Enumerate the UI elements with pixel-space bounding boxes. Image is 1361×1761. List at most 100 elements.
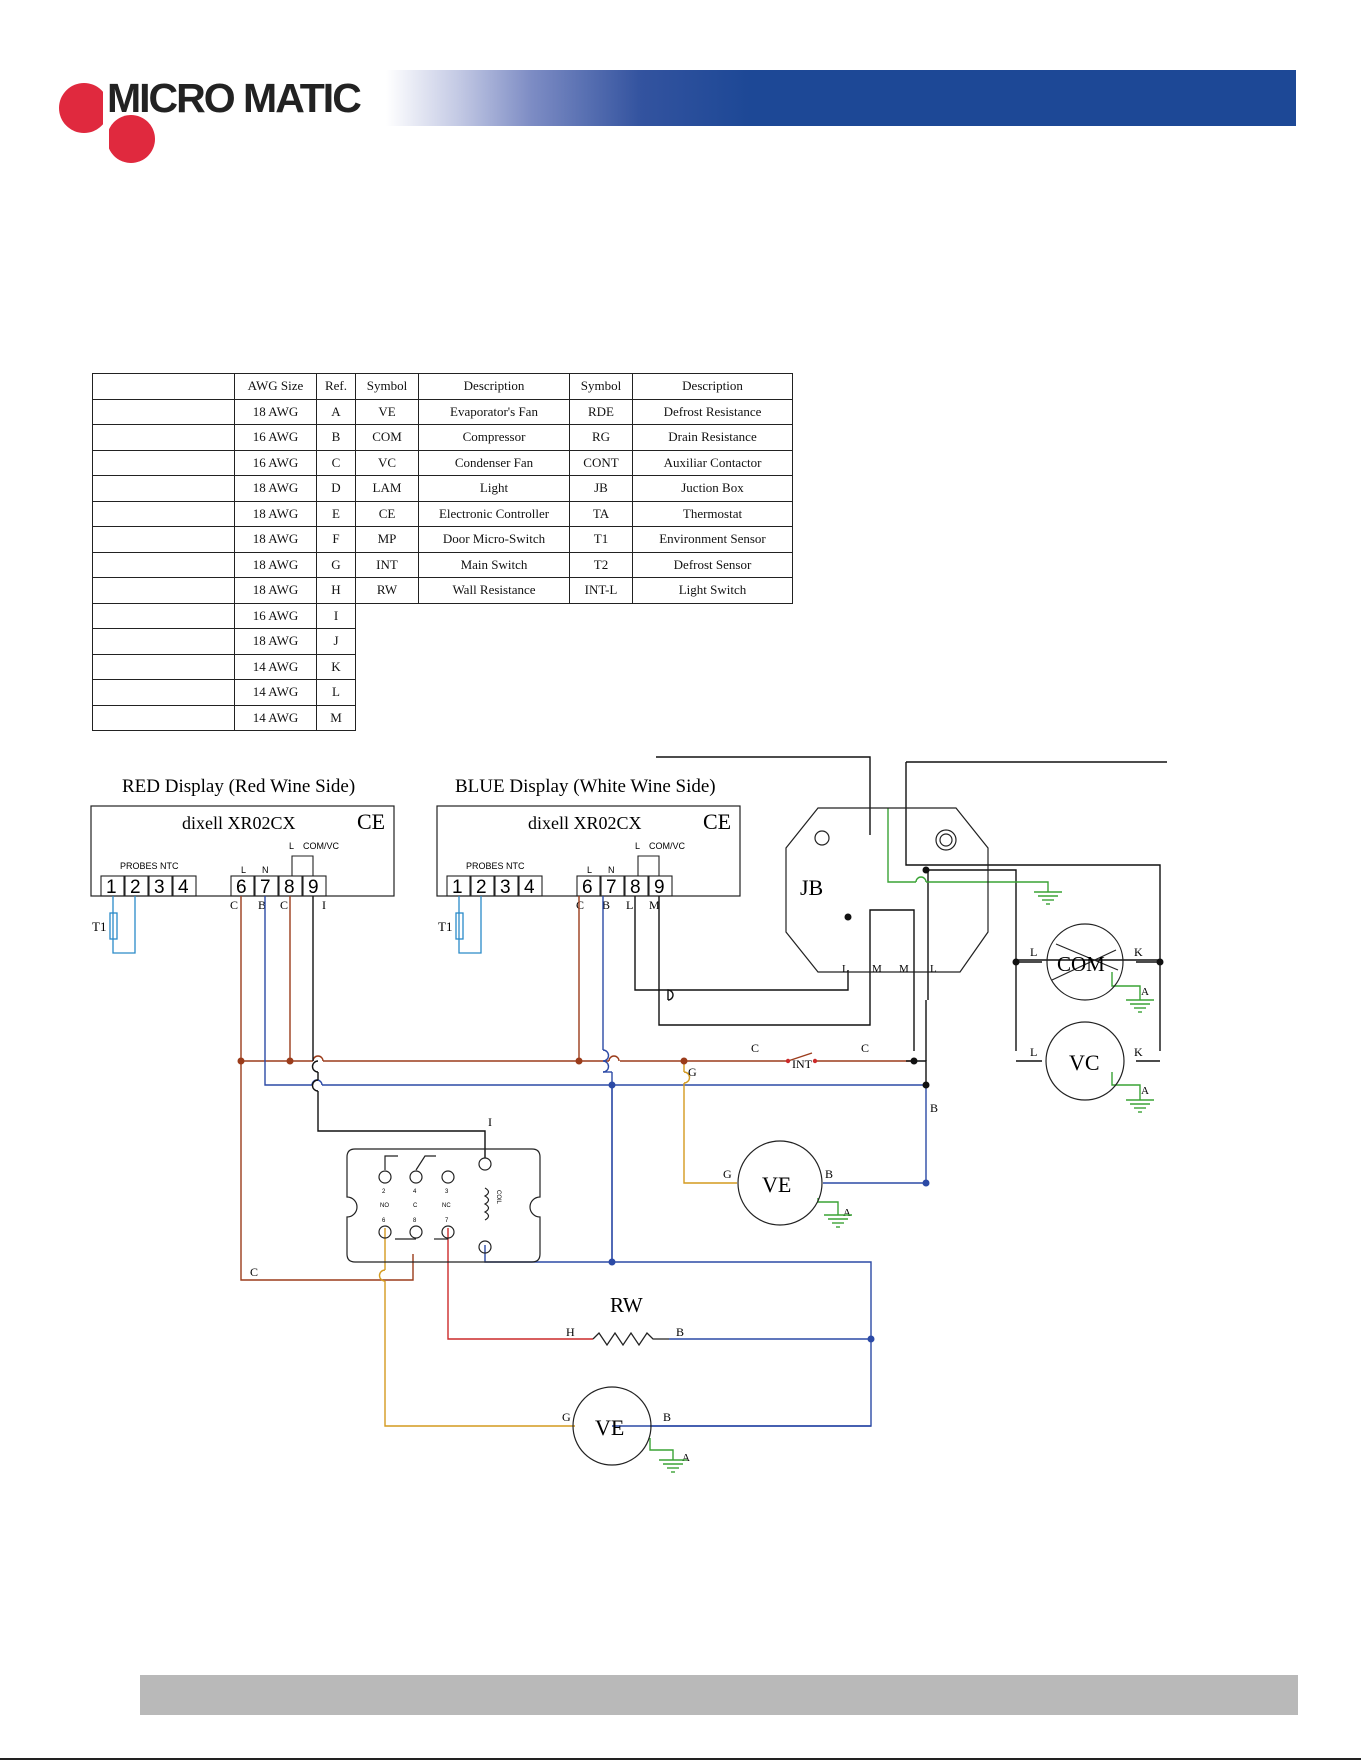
- table-cell: RDE: [569, 398, 633, 425]
- junction-dot: [575, 1057, 583, 1065]
- table-cell: 18 AWG: [234, 398, 317, 425]
- jb-terminal-m1: M: [872, 963, 882, 975]
- ground-icon: [1126, 1099, 1154, 1113]
- table-cell: L: [316, 679, 356, 706]
- blue-probe-terminal-box: [518, 875, 543, 897]
- junction-dot: [922, 1081, 930, 1089]
- compressor-label: COM: [1057, 952, 1105, 976]
- table-cell: Door Micro-Switch: [418, 526, 570, 553]
- red-tag-l: L: [241, 865, 246, 875]
- red-display-tag: CE: [357, 809, 385, 834]
- blue-terminal-box: [648, 875, 673, 897]
- table-cell: C: [316, 449, 356, 476]
- red-terminal: 7: [260, 877, 271, 898]
- wall-resistance-b: B: [676, 1325, 684, 1339]
- red-wire-label-6: C: [230, 898, 238, 912]
- table-cell: [92, 500, 235, 527]
- relay-pin-7: 7: [445, 1218, 449, 1224]
- red-terminal-box: [302, 875, 327, 897]
- int-label: INT: [792, 1057, 813, 1071]
- red-wire-label-7: B: [258, 898, 266, 912]
- condenser-fan-label: VC: [1069, 1050, 1100, 1075]
- table-cell: RG: [569, 424, 633, 451]
- blue-display-model: dixell XR02CX: [528, 813, 642, 833]
- evap-fan-bottom-label: VE: [595, 1415, 624, 1440]
- wall-resistance-label: RW: [610, 1293, 643, 1317]
- relay-mode-no: NO: [380, 1203, 389, 1209]
- relay-pin-8: 8: [413, 1218, 417, 1224]
- table-cell: Main Switch: [418, 551, 570, 578]
- compressor: [1046, 923, 1124, 1001]
- blue-probe-terminal: 3: [500, 877, 511, 898]
- brand-logo-mark: [59, 83, 155, 163]
- ground-icon: [659, 1459, 687, 1473]
- blue-t1-probe: [455, 896, 482, 954]
- table-cell: RW: [355, 577, 419, 604]
- blue-terminal: 6: [582, 877, 593, 898]
- junction-dot: [922, 1179, 930, 1187]
- ground-icon: [1034, 891, 1062, 905]
- c-relay-tag: C: [250, 1265, 258, 1279]
- red-probe-terminal: 4: [178, 877, 189, 898]
- red-t1-label: T1: [92, 919, 106, 934]
- relay-pin-4: 4: [413, 1189, 417, 1195]
- blue-t1-label: T1: [438, 919, 452, 934]
- red-probe-terminal: 2: [130, 877, 141, 898]
- table-cell: [92, 704, 235, 731]
- red-probe-terminal-box: [172, 875, 197, 897]
- condenser-fan-k: K: [1134, 1045, 1143, 1059]
- blue-relay-tag-com: COM/VC: [649, 841, 686, 851]
- blue-probe-terminal-box: [470, 875, 495, 897]
- table-cell: 18 AWG: [234, 628, 317, 655]
- junction-dot: [910, 1057, 918, 1065]
- table-cell: I: [316, 602, 356, 629]
- blue-tag-l: L: [587, 865, 592, 875]
- table-header-cell: Symbol: [569, 373, 633, 400]
- evap-fan-bottom-a: A: [682, 1452, 690, 1464]
- red-t1-probe: [109, 896, 136, 954]
- blue-relay-tag-l: L: [635, 841, 640, 851]
- g-top-tag: G: [688, 1065, 697, 1079]
- table-cell: Light Switch: [632, 577, 793, 604]
- table-cell: 18 AWG: [234, 500, 317, 527]
- junction-dot: [680, 1057, 688, 1065]
- table-cell: 18 AWG: [234, 526, 317, 553]
- junction-dots: [237, 866, 1164, 1343]
- jb-terminal-l2: L: [930, 963, 937, 975]
- blue-wire-label-8: L: [626, 898, 633, 912]
- int-switch-contacts: [785, 1058, 818, 1064]
- table-header-cell: Symbol: [355, 373, 419, 400]
- blue-probe-terminal-box: [494, 875, 519, 897]
- wire-c-brown: [240, 896, 912, 1281]
- red-probe-terminal: 1: [106, 877, 117, 898]
- table-cell: COM: [355, 424, 419, 451]
- table-cell: [92, 526, 235, 553]
- table-cell: D: [316, 475, 356, 502]
- red-terminal-box: [254, 875, 279, 897]
- table-header-cell: AWG Size: [234, 373, 317, 400]
- red-terminal: 6: [236, 877, 247, 898]
- junction-dot: [1012, 958, 1020, 966]
- evap-fan-top: [737, 1140, 823, 1226]
- relay-mode-c: C: [413, 1203, 418, 1209]
- red-probe-terminal: 3: [154, 877, 165, 898]
- blue-display-tag: CE: [703, 809, 731, 834]
- evap-fan-top-a: A: [843, 1207, 851, 1219]
- ground-icon: [1126, 999, 1154, 1013]
- red-tag-n: N: [262, 865, 269, 875]
- condenser-fan: [1045, 1021, 1125, 1101]
- blue-probe-terminal: 4: [524, 877, 535, 898]
- table-cell: 18 AWG: [234, 577, 317, 604]
